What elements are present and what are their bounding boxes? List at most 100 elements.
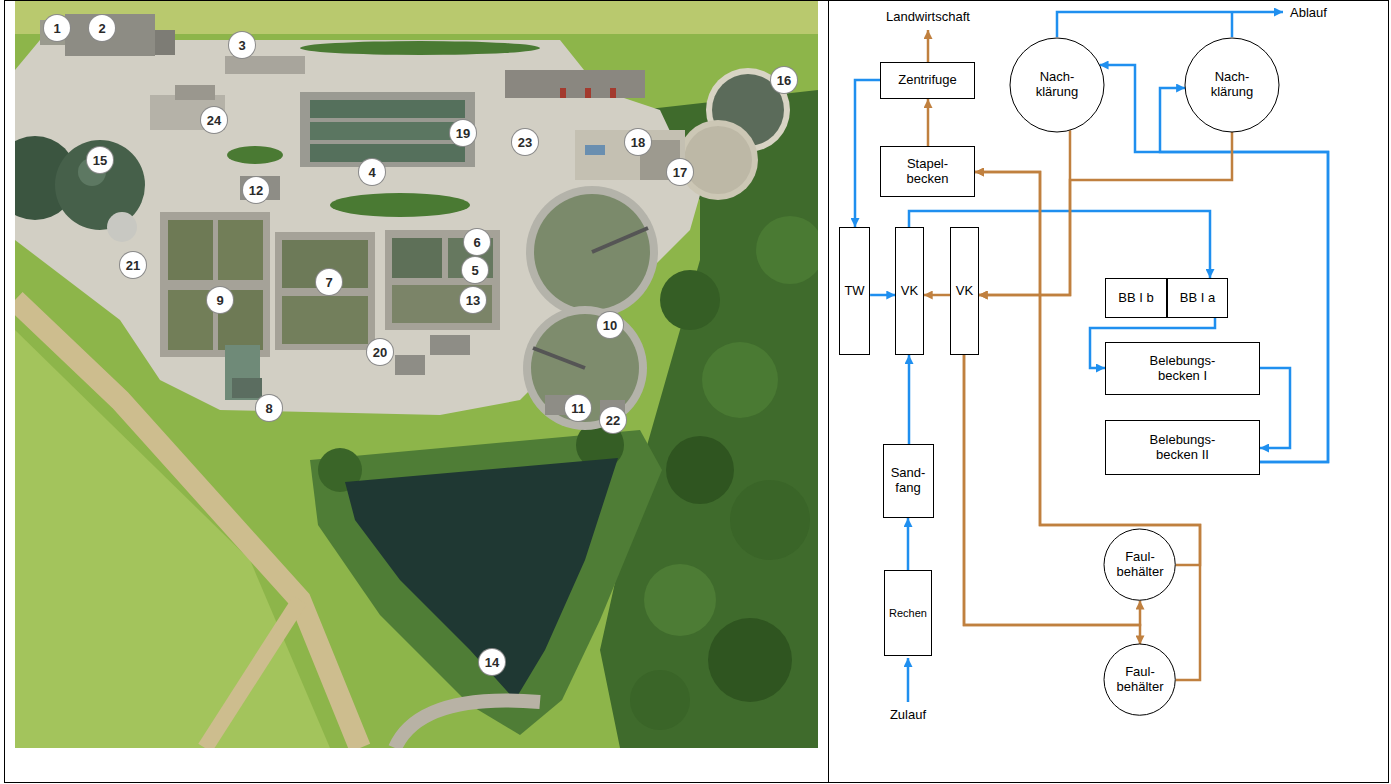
building (505, 70, 645, 98)
callout-number: 4 (368, 165, 375, 180)
tree (666, 436, 734, 504)
tank-outline-circle (1010, 38, 1104, 132)
tank-circle: Faul- behälter (1103, 528, 1176, 601)
hedge (330, 193, 470, 217)
tree (644, 564, 716, 636)
node-text: VK (901, 284, 918, 299)
process-box: TW (839, 227, 870, 355)
basin-wall (160, 212, 270, 357)
tree (660, 270, 720, 330)
basin-wall (275, 232, 375, 350)
callout-number: 15 (93, 153, 107, 168)
process-box: Belebungs- becken I (1105, 342, 1260, 395)
building (225, 56, 305, 74)
callout-number: 3 (238, 38, 245, 53)
node-text: Belebungs- becken I (1143, 354, 1223, 384)
callout-number: 20 (373, 345, 387, 360)
callout-number: 12 (249, 183, 263, 198)
storage-tank (678, 120, 758, 200)
callout-number: 10 (603, 318, 617, 333)
basin-water (310, 144, 465, 162)
tank-circle: Faul- behälter (1103, 643, 1176, 716)
basin-water (310, 122, 465, 140)
process-box: BB I b (1105, 278, 1167, 318)
clarifier-water (531, 314, 639, 422)
basin-water (392, 238, 442, 278)
tree (702, 342, 778, 418)
water-line (1160, 88, 1328, 462)
callout-number: 23 (518, 135, 532, 150)
clarifier-water (534, 194, 650, 310)
process-box: VK (950, 227, 978, 355)
building (232, 378, 262, 398)
structure (395, 355, 425, 375)
node-text: Nach- klärung (1026, 70, 1088, 100)
door (585, 88, 591, 98)
sludge-line (924, 294, 951, 297)
field (15, 0, 818, 748)
flow-terminal: Zulauf (890, 705, 926, 723)
callout-marker: 7 (316, 269, 342, 295)
callout-number: 16 (777, 73, 791, 88)
tree-belt (310, 430, 662, 735)
callout-marker: 23 (512, 129, 538, 155)
tank-outline-circle (1104, 644, 1175, 715)
node-text: BB I a (1180, 291, 1215, 306)
callout-marker: 19 (450, 120, 476, 146)
basin-water (168, 220, 213, 280)
basin-water (310, 100, 465, 118)
callout-number: 9 (216, 293, 223, 308)
node-text: Stapel- becken (899, 157, 957, 187)
callout-number: 17 (673, 165, 687, 180)
node-text: TW (844, 284, 864, 299)
door (610, 88, 616, 98)
callout-marker: 11 (565, 395, 591, 421)
callout-number: 11 (571, 401, 585, 416)
inflow-arrow (907, 658, 910, 702)
node-text: Rechen (889, 607, 927, 620)
flow-label: Zulauf (890, 707, 926, 722)
tank-circle: Nach- klärung (1184, 37, 1280, 133)
callout-marker: 16 (771, 67, 797, 93)
node-text: Zentrifuge (898, 73, 957, 88)
callout-marker: 4 (359, 159, 385, 185)
callout-number: 14 (485, 655, 499, 670)
callout-marker: 17 (667, 159, 693, 185)
basin-wall (300, 92, 475, 167)
building (150, 95, 225, 130)
flow-terminal: Landwirtschaft (886, 7, 970, 25)
pond (345, 458, 618, 700)
small-tank (107, 212, 137, 242)
tree (730, 480, 810, 560)
callout-number: 7 (325, 275, 332, 290)
building (175, 85, 215, 100)
building (155, 30, 175, 55)
outflow-arrow (927, 30, 930, 62)
callout-number: 19 (456, 126, 470, 141)
storage-tank (684, 126, 752, 194)
sludge-line (979, 132, 1232, 295)
clarifier-rim (526, 186, 658, 318)
node-text: Sand- fang (888, 466, 928, 496)
tree (756, 216, 818, 284)
node-text: Faul- behälter (1111, 550, 1169, 580)
water-line (870, 294, 895, 297)
callout-marker: 12 (243, 177, 269, 203)
callout-number: 21 (126, 258, 140, 273)
table-frame (5, 1, 1389, 783)
callout-number: 8 (265, 401, 272, 416)
callout-marker: 5 (462, 257, 488, 283)
sludge-line (979, 130, 1070, 295)
process-box: Sand- fang (883, 444, 934, 518)
callout-marker: 1 (44, 15, 70, 41)
outflow-arrow (1057, 12, 1283, 37)
process-box: VK (895, 227, 923, 355)
clarifier-bridge (592, 228, 648, 252)
callout-marker: 10 (597, 312, 623, 338)
callout-number: 1 (53, 21, 60, 36)
callout-marker: 13 (460, 287, 486, 313)
basin-water (282, 296, 368, 344)
hedge (300, 41, 540, 55)
aerial-photo (15, 0, 818, 748)
process-box: Belebungs- becken II (1105, 420, 1260, 475)
